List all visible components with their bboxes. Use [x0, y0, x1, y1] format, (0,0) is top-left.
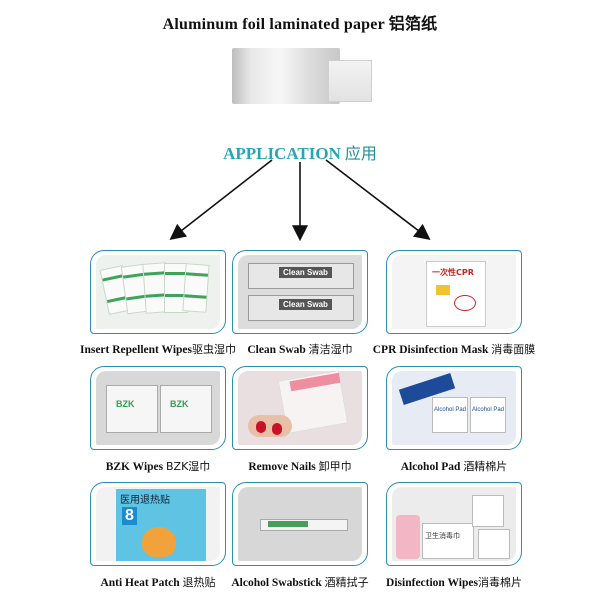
wipes-image: [96, 255, 220, 329]
caption-cpr-mask: CPR Disinfection Mask 消毒面膜: [364, 341, 544, 357]
caption-cn: BZK湿巾: [166, 460, 211, 473]
card-alcohol-swabstick: [232, 482, 368, 566]
card-cpr-mask: 一次性CPR: [386, 250, 522, 334]
caption-cn: 消毒面膜: [491, 343, 536, 356]
caption-en: Insert Repellent Wipes: [79, 344, 193, 356]
caption-en: Clean Swab: [247, 344, 306, 356]
foil-roll: [232, 48, 340, 104]
alcohol-pad-image: Alcohol Pad Alcohol Pad: [392, 371, 516, 445]
card-anti-heat-patch: 医用退热贴 8: [90, 482, 226, 566]
caption-cn: 酒精棉片: [463, 460, 508, 473]
application-en: APPLICATION: [223, 144, 341, 163]
caption-cn: 酒精拭子: [324, 576, 369, 589]
cpr-mask-image: 一次性CPR: [392, 255, 516, 329]
page-title: Aluminum foil laminated paper 铝箔纸: [162, 16, 438, 33]
alcohol-pad-label-2: Alcohol Pad: [472, 407, 505, 413]
card-clean-swab: Clean Swab Clean Swab: [232, 250, 368, 334]
bzk-label: BZK: [116, 399, 135, 409]
alcohol-pad-label: Alcohol Pad: [434, 407, 467, 413]
caption-en: Alcohol Swabstick: [231, 577, 322, 589]
heat-patch-label: 医用退热贴: [120, 495, 170, 506]
caption-cn: 卸甲巾: [318, 460, 352, 473]
caption-cn: 消毒棉片: [477, 576, 522, 589]
cpr-label: 一次性CPR: [432, 268, 474, 277]
caption-disinfection-wipes: Disinfection Wipes消毒棉片: [364, 574, 544, 590]
caption-anti-heat-patch: Anti Heat Patch 退热贴: [68, 574, 248, 590]
clean-swab-label: Clean Swab: [279, 267, 332, 278]
arrow-left: [169, 159, 273, 240]
bzk-image: BZK BZK: [96, 371, 220, 445]
clean-swab-image: Clean Swab Clean Swab: [238, 255, 362, 329]
remove-nails-image: [238, 371, 362, 445]
card-disinfection-wipes: 卫生消毒巾: [386, 482, 522, 566]
caption-alcohol-pad: Alcohol Pad 酒精棉片: [364, 458, 544, 474]
heat-patch-image: 医用退热贴 8: [96, 487, 220, 561]
caption-en: Alcohol Pad: [400, 461, 461, 473]
bzk-label-2: BZK: [170, 399, 189, 409]
caption-en: BZK Wipes: [105, 461, 164, 473]
foil-sheet: [328, 60, 372, 102]
swabstick-image: [238, 487, 362, 561]
card-insect-repellent: [90, 250, 226, 334]
heat-patch-number: 8: [122, 507, 137, 525]
caption-remove-nails: Remove Nails 卸甲巾: [210, 458, 390, 474]
caption-insect-repellent: Insert Repellent Wipes驱虫湿巾: [68, 341, 248, 357]
clean-swab-label-2: Clean Swab: [279, 299, 332, 310]
caption-bzk-wipes: BZK Wipes BZK湿巾: [68, 458, 248, 474]
caption-en: Disinfection Wipes: [386, 577, 478, 589]
card-bzk-wipes: BZK BZK: [90, 366, 226, 450]
caption-clean-swab: Clean Swab 清洁湿巾: [210, 341, 390, 357]
caption-cn: 清洁湿巾: [308, 343, 353, 356]
card-remove-nails: [232, 366, 368, 450]
caption-alcohol-swabstick: Alcohol Swabstick 酒精拭子: [210, 574, 390, 590]
disinfection-wipes-image: 卫生消毒巾: [392, 487, 516, 561]
caption-en: CPR Disinfection Mask: [372, 344, 489, 356]
application-cn: 应用: [344, 144, 377, 163]
arrow-right: [325, 159, 431, 240]
foil-roll-image: [232, 48, 372, 104]
caption-en: Remove Nails: [248, 461, 316, 473]
caption-cn: 退热贴: [182, 576, 216, 589]
caption-en: Anti Heat Patch: [100, 577, 180, 589]
card-alcohol-pad: Alcohol Pad Alcohol Pad: [386, 366, 522, 450]
wipes-label: 卫生消毒巾: [425, 532, 460, 540]
caption-cn: 驱虫湿巾: [192, 343, 237, 356]
